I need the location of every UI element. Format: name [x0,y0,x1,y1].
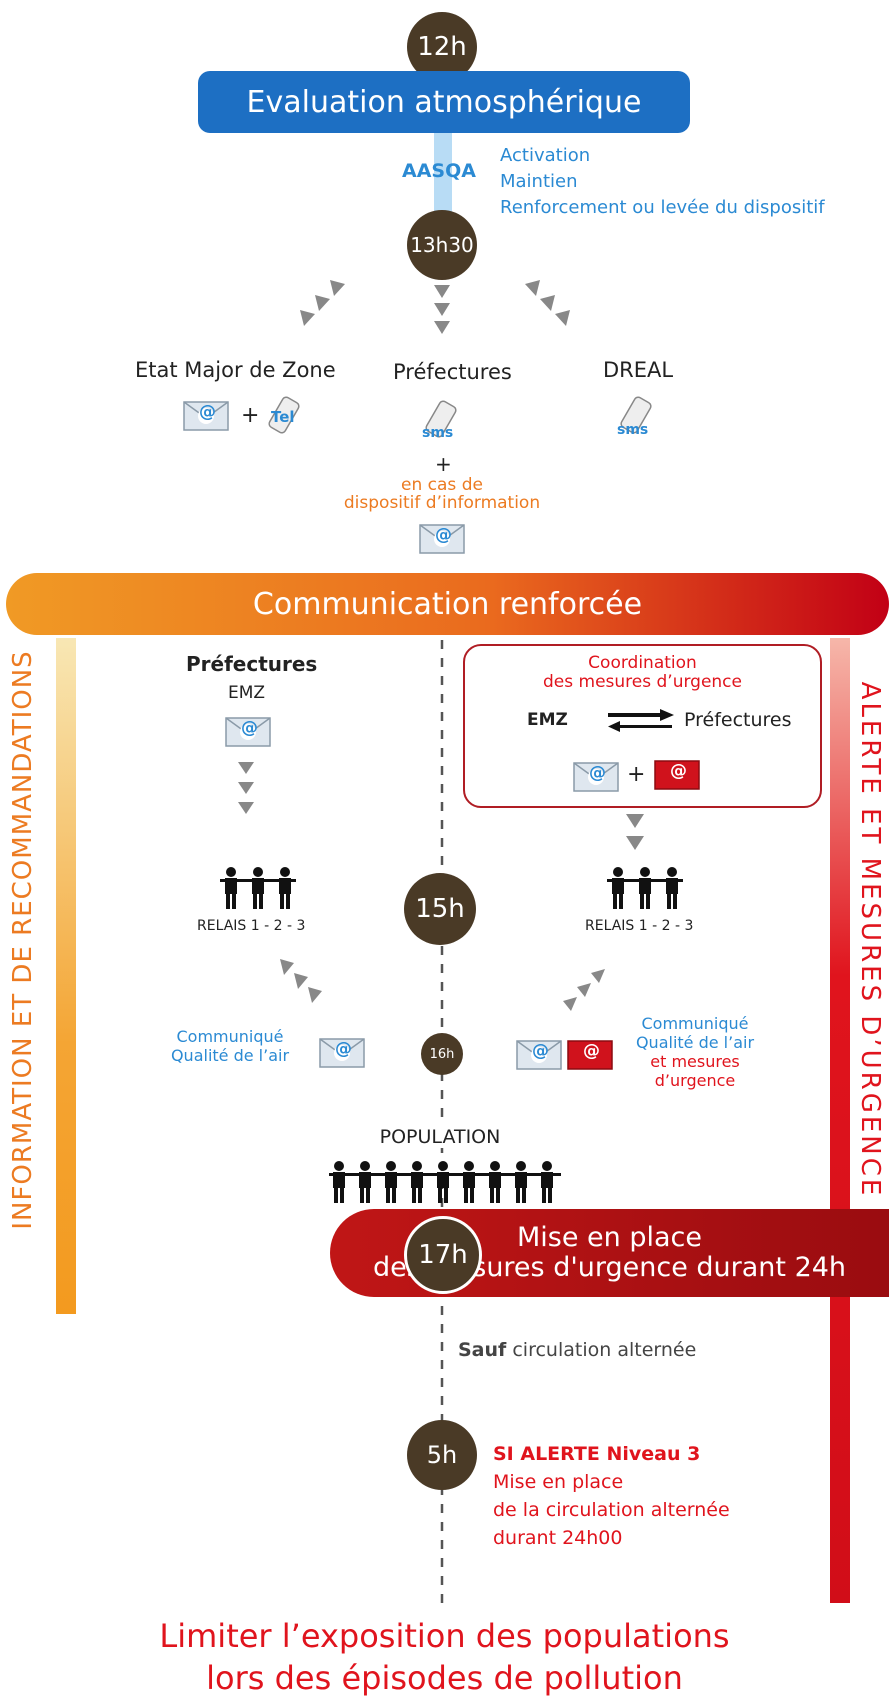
left-side-label: INFORMATION ET DE RECOMMANDATIONS [8,650,38,1230]
phone-icon-prefectures [425,400,457,438]
info-case-text: en cas de dispositif d’information [343,475,541,513]
urgent-email-icon-coord [654,760,700,790]
plus-sign-prefectures: + [435,452,452,476]
arrows-right-diag [563,969,605,1011]
email-at-info: @ [435,525,452,545]
email-icon [183,401,229,431]
alerte-niveau-3: SI ALERTE Niveau 3 Mise en place de la c… [493,1443,730,1549]
email-icon-info [419,524,465,554]
email-icon-left [225,717,271,747]
relais-right: RELAIS 1 - 2 - 3 [585,918,694,934]
left-emz: EMZ [228,683,266,703]
evaluation-banner: Evaluation atmosphérique [198,71,690,133]
left-side-bar [56,638,76,1314]
sauf-note: Sauf circulation alternée [458,1339,697,1361]
email-at-left: @ [241,718,258,738]
email-at-coord: @ [589,763,606,783]
coord-emz: EMZ [527,710,568,730]
phone-icon [268,396,300,434]
email-at-communique-right: @ [532,1041,549,1061]
arrows-left-down [238,762,254,814]
email-at-communique-left: @ [335,1039,352,1059]
recipient-dreal: DREAL [603,358,674,382]
email-at: @ [199,402,216,422]
population-icon [329,1161,561,1203]
arrows-right-down [626,814,644,850]
email-icon-coord [573,762,619,792]
phone-icon-dreal [620,396,652,434]
coordination-box [463,644,822,808]
urgent-at-coord: @ [670,761,687,781]
exchange-arrows-icon [608,709,674,732]
urgent-email-icon-communique-right [567,1040,613,1070]
relais-left: RELAIS 1 - 2 - 3 [197,918,306,934]
arrows-top [300,280,570,334]
aasqa-label: AASQA [402,160,476,182]
aasqa-actions: Activation Maintien Renforcement ou levé… [500,145,825,218]
tel-label: Tel [271,408,295,426]
communique-left: Communiqué Qualité de l’air [170,1027,290,1065]
communique-right: Communiqué Qualité de l’air et mesures d… [635,1014,755,1090]
people-icon-left [220,867,296,909]
right-side-label: ALERTE ET MESURES D’URGENCE [855,681,885,1199]
recipient-emz: Etat Major de Zone [135,358,336,382]
time-5h: 5h [407,1420,477,1490]
coord-prefectures: Préfectures [684,709,792,731]
left-prefectures: Préfectures [186,652,318,676]
population-label: POPULATION [350,1126,530,1148]
communication-banner: Communication renforcée [6,573,889,635]
sms-label-prefectures: sms [422,425,454,441]
coordination-title: Coordination des mesures d’urgence [543,653,742,692]
time-15h: 15h [404,873,476,945]
right-side-bar [830,638,850,1603]
time-16h: 16h [421,1033,463,1075]
plus-sign: + [241,403,260,428]
recipient-prefectures: Préfectures [393,360,512,384]
sms-label-dreal: sms [617,422,649,438]
coord-plus: + [627,762,646,787]
time-12h: 12h [407,12,477,82]
urgent-at-communique-right: @ [583,1041,600,1061]
email-icon-communique-right [516,1040,562,1070]
time-13h30: 13h30 [407,210,477,280]
arrows-left-diag [280,959,322,1003]
time-17h: 17h [404,1216,482,1294]
bottom-message: Limiter l’exposition des populations lor… [159,1617,730,1697]
email-icon-communique-left [319,1038,365,1068]
people-icon-right [607,867,683,909]
